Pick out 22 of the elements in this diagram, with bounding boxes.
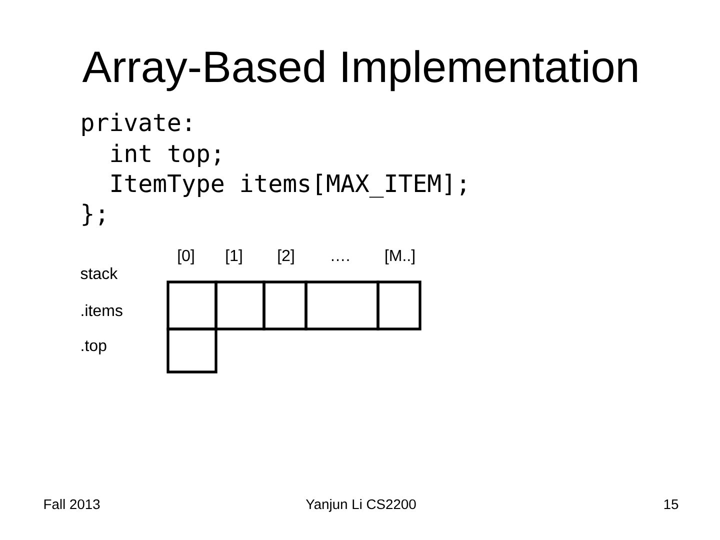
- footer-text: Fall 2013: [44, 498, 100, 510]
- index-label: [0]: [178, 249, 194, 264]
- code-line: int top;: [111, 144, 220, 167]
- code-line: ItemType items[MAX_ITEM];: [112, 174, 465, 198]
- page-number: 15: [664, 499, 678, 510]
- index-label: [2]: [278, 249, 294, 264]
- array-cell: [262, 280, 308, 330]
- array-cell: [214, 280, 266, 330]
- code-line: private:: [82, 112, 190, 136]
- array-cell: [376, 280, 422, 330]
- field-label: .top: [82, 340, 106, 354]
- code-line: };: [82, 204, 104, 226]
- array-cell: [166, 328, 218, 374]
- slide-title: Array-Based Implementation: [82, 50, 637, 92]
- index-label: [M..]: [386, 249, 414, 264]
- index-label: [1]: [226, 249, 242, 264]
- index-label: ….: [332, 259, 349, 261]
- field-label: .items: [82, 304, 122, 316]
- field-label: stack: [80, 267, 118, 280]
- array-cell: [304, 280, 380, 330]
- footer-text: Yanjun Li CS2200: [306, 498, 416, 512]
- array-cell: [166, 280, 218, 330]
